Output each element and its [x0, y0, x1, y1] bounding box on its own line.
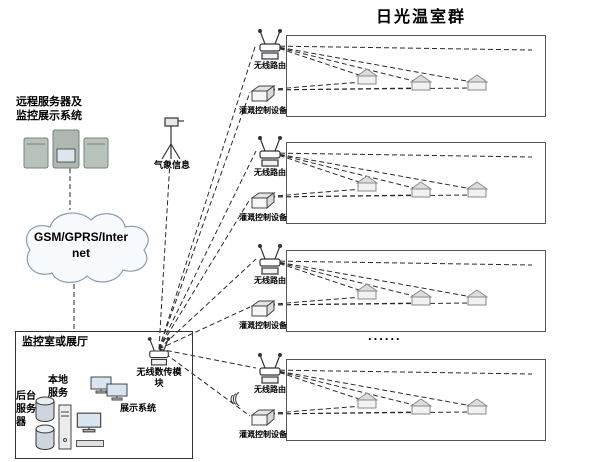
signal-waves-icon	[228, 392, 242, 406]
remote-system-label: 远程服务器及监控展示系统	[16, 96, 82, 123]
greenhouse-icon	[410, 398, 432, 415]
router-label: 无线路由	[254, 385, 286, 394]
greenhouse-icon	[410, 181, 432, 198]
greenhouse-icon	[356, 283, 378, 300]
irrigation-device-label: 灌溉控制设备	[239, 213, 287, 222]
irrigation-device-icon	[250, 299, 276, 319]
weather-station-icon	[156, 116, 186, 160]
local-service-label: 本地服务	[48, 375, 68, 399]
wireless-module-icon	[146, 336, 172, 366]
wireless-router-icon	[256, 135, 284, 167]
cloud-label: GSM/GPRS/Internet	[33, 230, 128, 261]
greenhouse-icon	[356, 175, 378, 192]
diagram-title: 日光温室群	[376, 9, 467, 26]
backend-server-label: 后台服务器	[16, 391, 36, 428]
irrigation-device-icon	[250, 408, 276, 428]
irrigation-device-label: 灌溉控制设备	[239, 321, 287, 330]
greenhouse-row-rect	[286, 35, 546, 117]
display-monitor-icon	[106, 383, 128, 401]
greenhouse-icon	[356, 68, 378, 85]
wireless-router-icon	[256, 28, 284, 60]
greenhouse-row-rect	[286, 359, 546, 441]
computer-tower-icon	[58, 404, 72, 450]
remote-server-icon	[22, 122, 112, 172]
router-label: 无线路由	[254, 168, 286, 177]
control-room-box	[15, 331, 193, 459]
greenhouse-icon	[466, 74, 488, 91]
greenhouse-icon	[356, 392, 378, 409]
display-system-label: 展示系统	[119, 403, 156, 413]
irrigation-device-label: 灌溉控制设备	[239, 430, 287, 439]
greenhouse-icon	[466, 181, 488, 198]
greenhouse-icon	[466, 398, 488, 415]
keyboard-icon	[76, 440, 104, 447]
wireless-router-icon	[256, 352, 284, 384]
irrigation-device-label: 灌溉控制设备	[239, 106, 287, 115]
greenhouse-row-rect	[286, 142, 546, 224]
database-icon	[34, 424, 56, 450]
router-label: 无线路由	[254, 61, 286, 70]
router-label: 无线路由	[254, 276, 286, 285]
wireless-router-icon	[256, 243, 284, 275]
greenhouse-icon	[466, 289, 488, 306]
irrigation-device-icon	[250, 191, 276, 211]
wireless-module-label: 无线数传模块	[136, 367, 182, 389]
greenhouse-icon	[410, 289, 432, 306]
database-icon	[34, 396, 56, 422]
gsm-gprs-cloud-icon	[25, 212, 149, 283]
weather-station-label: 气象信息	[153, 160, 190, 170]
greenhouse-row-rect	[286, 250, 546, 332]
control-room-title: 监控室或展厅	[22, 336, 88, 348]
irrigation-device-icon	[250, 84, 276, 104]
computer-monitor-icon	[76, 412, 102, 433]
greenhouse-icon	[410, 74, 432, 91]
